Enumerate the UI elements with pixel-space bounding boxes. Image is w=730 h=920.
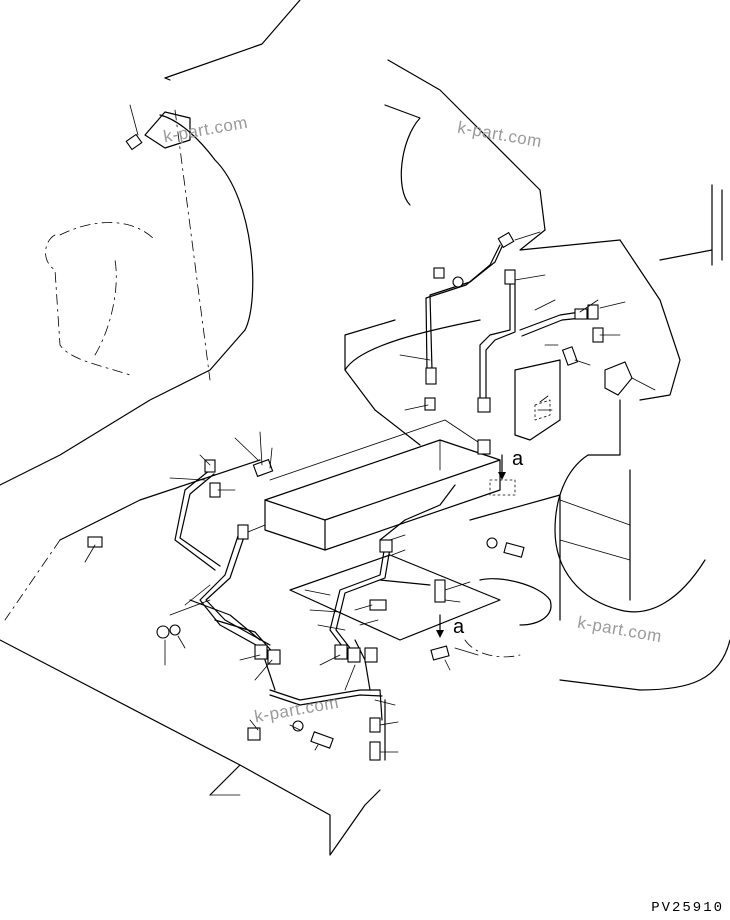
machine-frame-outline [0, 0, 730, 856]
view-label-a-upper: a [512, 448, 524, 470]
hose-and-pipe-runs [174, 239, 583, 761]
transmission-block [264, 359, 561, 641]
fittings [87, 111, 633, 761]
view-arrows [436, 395, 553, 638]
view-label-a-lower: a [453, 616, 465, 638]
drawing-code: PV25910 [651, 900, 724, 916]
leader-lines [84, 104, 656, 796]
